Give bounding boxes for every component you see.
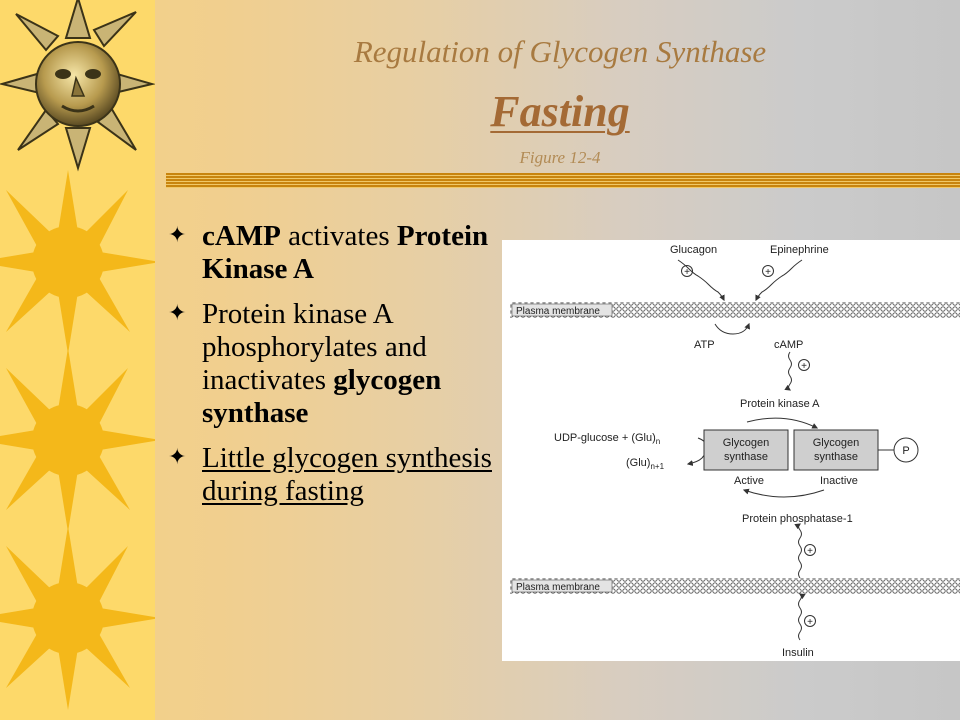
svg-text:P: P — [902, 445, 909, 457]
title-divider — [166, 173, 960, 188]
label-active: Active — [734, 475, 764, 487]
plus-icon: + — [804, 615, 816, 628]
left-decorative-strip — [0, 0, 155, 720]
svg-text:+: + — [807, 617, 813, 628]
bullet-text: activates — [280, 220, 397, 252]
sun-icon — [0, 348, 155, 532]
svg-text:+: + — [807, 546, 813, 557]
slide-subtitle: Fasting — [490, 87, 630, 136]
label-plasma-membrane: Plasma membrane — [516, 582, 600, 593]
svg-text:synthase: synthase — [724, 451, 768, 463]
bullet-text: Protein kinase A phosphorylates and inac… — [202, 298, 427, 396]
glycogen-synthase-active: Glycogen synthase — [703, 429, 789, 471]
plasma-membrane-upper — [510, 302, 960, 318]
bullet-list: ✦ cAMP activates Protein Kinase A ✦ Prot… — [168, 220, 498, 520]
bullet-camp: cAMP — [202, 220, 281, 252]
label-inactive: Inactive — [820, 475, 858, 487]
phosphate-icon: P — [893, 437, 919, 463]
label-udp-glucose: UDP-glucose + (Glu)n — [554, 432, 660, 446]
star-bullet-icon: ✦ — [168, 300, 187, 325]
label-glu-product: (Glu)n+1 — [626, 457, 665, 471]
bullet-glycogen-synthase: glycogen synthase — [202, 364, 442, 429]
sun-face-icon — [0, 0, 155, 172]
label-camp: cAMP — [774, 339, 803, 351]
svg-text:Glycogen: Glycogen — [813, 437, 859, 449]
bullet-text: Little glycogen synthesis during fasting — [202, 442, 492, 507]
label-protein-phosphatase: Protein phosphatase-1 — [742, 513, 853, 525]
star-bullet-icon: ✦ — [168, 222, 187, 247]
label-glucagon: Glucagon — [670, 244, 717, 256]
svg-text:+: + — [765, 267, 771, 278]
plus-icon: + — [681, 265, 693, 278]
slide-title: Regulation of Glycogen Synthase — [353, 34, 767, 69]
plus-icon: + — [804, 544, 816, 557]
sun-icon — [0, 526, 155, 710]
bullet-item: ✦ Protein kinase A phosphorylates and in… — [168, 298, 498, 430]
label-insulin: Insulin — [782, 647, 814, 659]
label-protein-kinase-a: Protein kinase A — [740, 398, 820, 410]
svg-text:Glycogen: Glycogen — [723, 437, 769, 449]
bullet-item: ✦ cAMP activates Protein Kinase A — [168, 220, 498, 286]
svg-text:+: + — [801, 361, 807, 372]
glycogen-synthase-inactive: Glycogen synthase — [793, 429, 879, 471]
sun-icon — [0, 170, 155, 354]
plasma-membrane-lower — [510, 578, 960, 594]
bullet-pka: Protein Kinase A — [202, 220, 489, 285]
label-plasma-membrane: Plasma membrane — [516, 306, 600, 317]
svg-text:synthase: synthase — [814, 451, 858, 463]
figure-reference: Figure 12-4 — [519, 148, 601, 167]
plus-icon: + — [798, 359, 810, 372]
star-bullet-icon: ✦ — [168, 444, 187, 469]
label-atp: ATP — [694, 339, 715, 351]
plus-icon: + — [762, 265, 774, 278]
sun-decorations — [0, 0, 155, 710]
bullet-item: ✦ Little glycogen synthesis during fasti… — [168, 442, 498, 508]
label-epinephrine: Epinephrine — [770, 244, 829, 256]
svg-text:+: + — [684, 267, 690, 278]
pathway-figure: Glucagon Epinephrine + + Plasma membrane… — [502, 240, 960, 661]
